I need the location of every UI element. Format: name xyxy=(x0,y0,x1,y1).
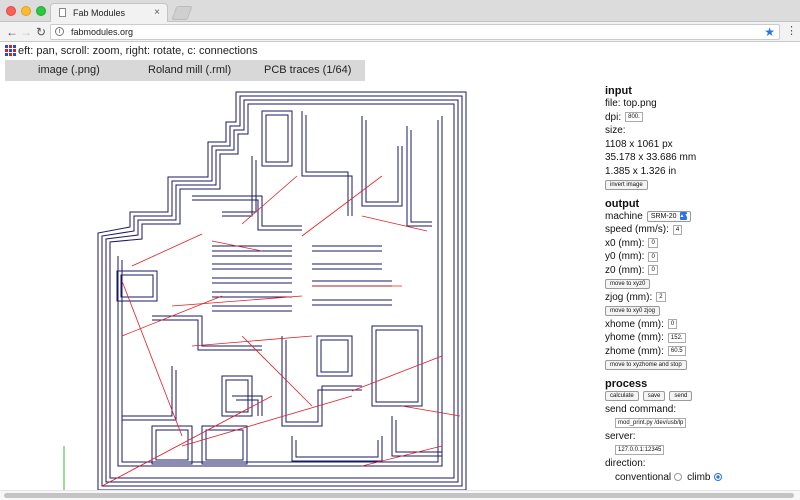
size-mm: 35.178 x 33.686 mm xyxy=(605,152,697,164)
zjog-label: zjog (mm): xyxy=(605,291,653,303)
close-tab-icon[interactable]: × xyxy=(154,7,160,18)
move-xy0-zjog-button[interactable]: move to xy0 zjog xyxy=(605,305,661,316)
y0-label: y0 (mm): xyxy=(605,251,645,263)
help-text: eft: pan, scroll: zoom, right: rotate, c… xyxy=(18,45,258,57)
zhome-input[interactable]: 60.5 xyxy=(667,346,686,357)
process-heading: process xyxy=(605,377,648,390)
server-label: server: xyxy=(605,431,636,443)
toolpath-traces xyxy=(97,91,467,491)
document-icon xyxy=(59,8,66,17)
browser-tab[interactable]: Fab Modules × xyxy=(50,3,168,23)
conventional-label: conventional xyxy=(615,471,672,483)
input-heading: input xyxy=(605,85,632,97)
fab-modules-page: eft: pan, scroll: zoom, right: rotate, c… xyxy=(0,42,800,500)
input-file: file: top.png xyxy=(605,98,657,110)
send-command-input[interactable]: mod_print.py /dev/usb/lp xyxy=(615,418,687,429)
yhome-input[interactable]: 152. xyxy=(667,332,686,343)
z0-input[interactable]: 0 xyxy=(648,265,658,276)
dpi-label: dpi: xyxy=(605,111,622,123)
conventional-radio[interactable] xyxy=(674,473,683,482)
module-image-png[interactable]: image (.png) xyxy=(38,64,100,76)
scrollbar-thumb[interactable] xyxy=(4,493,794,498)
new-tab-button[interactable] xyxy=(171,6,193,20)
y0-input[interactable]: 0 xyxy=(648,251,658,262)
select-caret-icon: ▲▼ xyxy=(679,211,690,220)
climb-radio[interactable] xyxy=(713,473,722,482)
horizontal-scrollbar[interactable] xyxy=(0,490,800,500)
toolpath-canvas[interactable] xyxy=(62,86,592,496)
yhome-label: yhome (mm): xyxy=(605,332,664,344)
z0-label: z0 (mm): xyxy=(605,264,645,276)
size-label: size: xyxy=(605,125,626,137)
minimize-window-button[interactable] xyxy=(21,6,31,16)
move-xyz0-button[interactable]: move to xyz0 xyxy=(605,278,651,289)
browser-menu-icon[interactable]: ⋮ xyxy=(786,25,797,37)
module-roland-mill[interactable]: Roland mill (.rml) xyxy=(148,64,232,76)
size-in: 1.385 x 1.326 in xyxy=(605,165,677,177)
x0-input[interactable]: 0 xyxy=(648,238,658,249)
x0-label: x0 (mm): xyxy=(605,237,645,249)
zoom-window-button[interactable] xyxy=(36,6,46,16)
info-icon[interactable]: i xyxy=(55,27,64,36)
machine-label: machine xyxy=(605,210,643,222)
invert-image-button[interactable]: invert image xyxy=(605,179,648,190)
bookmark-star-icon[interactable]: ★ xyxy=(764,25,775,39)
tab-title: Fab Modules xyxy=(73,8,126,18)
xhome-label: xhome (mm): xyxy=(605,318,664,330)
module-pcb-traces[interactable]: PCB traces (1/64) xyxy=(264,64,352,76)
speed-input[interactable]: 4 xyxy=(672,224,683,235)
machine-select[interactable]: SRM-20▲▼ xyxy=(646,210,691,222)
send-button[interactable]: send xyxy=(669,391,693,402)
address-bar[interactable]: i fabmodules.org ★ xyxy=(50,24,780,40)
reload-icon[interactable]: ↻ xyxy=(36,25,47,39)
move-xyzhome-button[interactable]: move to xyzhome and stop xyxy=(605,359,687,370)
browser-toolbar: ← → ↻ i fabmodules.org ★ ⋮ xyxy=(0,22,800,42)
calculate-button[interactable]: calculate xyxy=(605,391,639,402)
output-heading: output xyxy=(605,197,640,210)
fab-logo-icon xyxy=(5,45,17,57)
send-command-label: send command: xyxy=(605,404,677,416)
url-text[interactable]: fabmodules.org xyxy=(71,27,134,37)
direction-label: direction: xyxy=(605,458,646,470)
close-window-button[interactable] xyxy=(6,6,16,16)
zjog-input[interactable]: 2 xyxy=(656,292,666,303)
xhome-input[interactable]: 0 xyxy=(667,319,678,330)
save-button[interactable]: save xyxy=(642,391,666,402)
forward-icon[interactable]: → xyxy=(20,25,32,39)
machine-row: machine SRM-20▲▼ xyxy=(605,210,795,224)
climb-label: climb xyxy=(687,471,711,483)
connection-lines xyxy=(101,175,461,487)
zhome-label: zhome (mm): xyxy=(605,345,664,357)
settings-panel: input file: top.png dpi: 800. size: 1108… xyxy=(605,82,795,484)
back-icon[interactable]: ← xyxy=(6,25,18,39)
speed-label: speed (mm/s): xyxy=(605,224,669,236)
server-input[interactable]: 127.0.0.1:12345 xyxy=(615,445,665,456)
axis-indicator xyxy=(63,446,112,495)
size-px: 1108 x 1061 px xyxy=(605,138,673,150)
dpi-input[interactable]: 800. xyxy=(625,112,643,123)
machine-value: SRM-20 xyxy=(650,212,677,220)
dpi-row: dpi: 800. xyxy=(605,111,795,125)
module-bar: image (.png) Roland mill (.rml) PCB trac… xyxy=(5,60,365,81)
tab-strip: Fab Modules × xyxy=(0,0,800,23)
